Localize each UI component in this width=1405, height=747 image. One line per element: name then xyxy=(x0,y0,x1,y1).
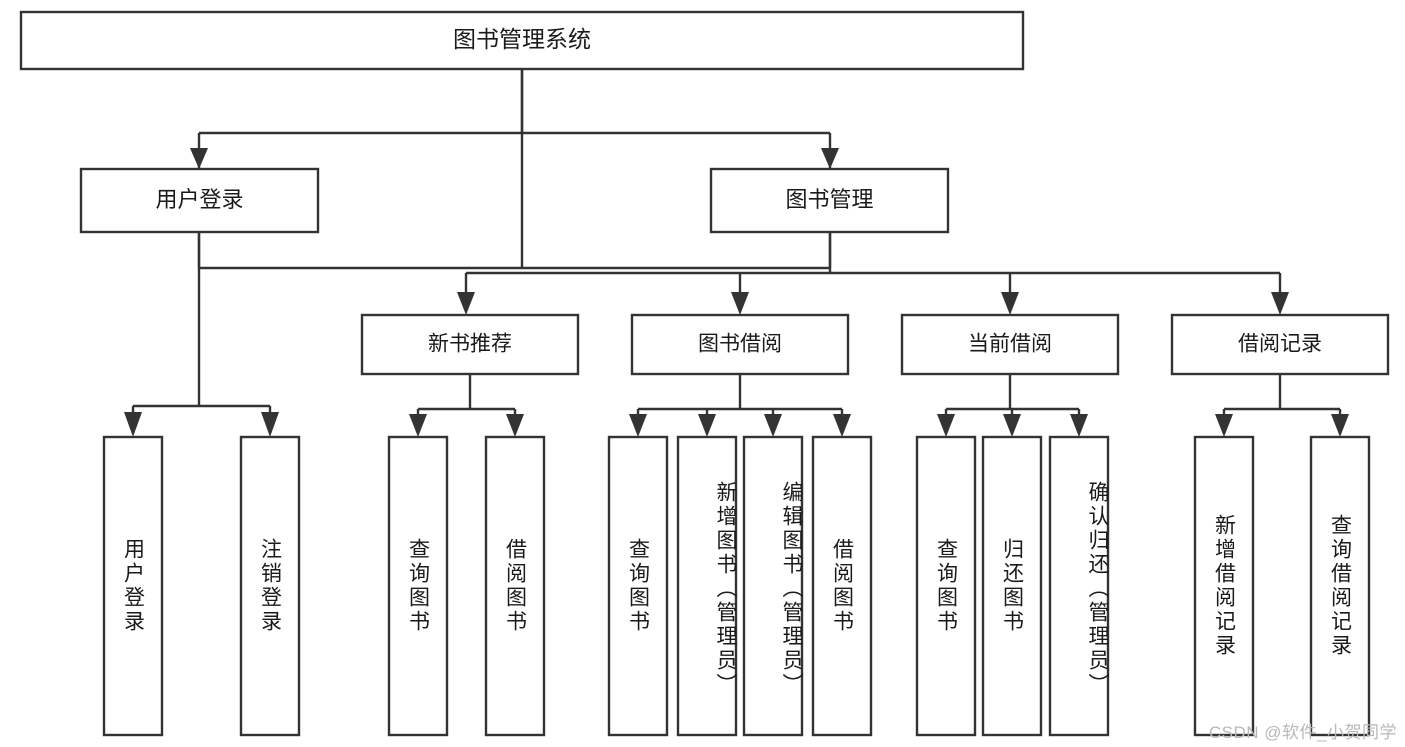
leaf-confirm-return-box[interactable] xyxy=(1048,435,1110,737)
connector-book-borrow-to-leaves xyxy=(629,374,851,437)
arrowhead-leaf-user-login xyxy=(124,412,142,437)
arrowhead-current-borrow xyxy=(1001,292,1019,315)
connector-book-management-to-level3 xyxy=(457,232,1289,315)
csdn-watermark: CSDN @软件_小贺同学 xyxy=(1208,723,1397,742)
node-new-book-recommend-label: 新书推荐 xyxy=(428,333,512,356)
node-user-login-label: 用户登录 xyxy=(155,187,243,212)
arrowhead-leaf-confirm-return xyxy=(1070,414,1088,437)
arrowhead-leaf-add-book xyxy=(698,414,716,437)
node-root-label: 图书管理系统 xyxy=(453,26,591,52)
arrowhead-leaf-query-book-2 xyxy=(629,414,647,437)
arrowhead-book-borrow xyxy=(731,292,749,315)
node-user-login[interactable]: 用户登录 xyxy=(79,167,320,234)
leaf-edit-book-box[interactable] xyxy=(742,435,804,737)
leaf-borrow-book-2-box[interactable] xyxy=(811,435,873,737)
leaf-add-record-box[interactable] xyxy=(1193,435,1255,737)
arrowhead-new-book-recommend xyxy=(457,292,475,315)
node-borrow-record-label: 借阅记录 xyxy=(1238,333,1322,356)
leaf-return-book-rect[interactable] xyxy=(981,435,1043,737)
arrowhead-leaf-logout-login xyxy=(261,412,279,437)
arrowhead-leaf-query-book-3 xyxy=(937,414,955,437)
leaf-add-book-rect[interactable] xyxy=(676,435,738,737)
leaf-user-login-box[interactable] xyxy=(102,435,164,737)
arrowhead-leaf-add-record xyxy=(1215,414,1233,437)
node-borrow-record[interactable]: 借阅记录 xyxy=(1170,313,1390,376)
arrowhead-borrow-record xyxy=(1271,292,1289,315)
leaf-borrow-book-1-rect[interactable] xyxy=(484,435,546,737)
leaf-query-book-3-box[interactable] xyxy=(915,435,977,737)
node-user-login-rect[interactable] xyxy=(79,167,320,234)
node-new-book-recommend-rect[interactable] xyxy=(360,313,580,376)
leaf-query-book-2-box[interactable] xyxy=(607,435,669,737)
connector-root-to-level2 xyxy=(190,69,839,169)
node-current-borrow-label: 当前借阅 xyxy=(968,333,1052,356)
leaf-logout-login-rect[interactable] xyxy=(239,435,301,737)
leaf-add-book-box[interactable] xyxy=(676,435,738,737)
leaf-query-record-box[interactable] xyxy=(1309,435,1371,737)
connector-user-login-to-leaves xyxy=(124,232,279,437)
leaf-edit-book-rect[interactable] xyxy=(742,435,804,737)
arrowhead-leaf-query-record xyxy=(1331,414,1349,437)
node-current-borrow[interactable]: 当前借阅 xyxy=(900,313,1120,376)
arrowhead-leaf-borrow-book-2 xyxy=(833,414,851,437)
leaf-confirm-return-rect[interactable] xyxy=(1048,435,1110,737)
arrowhead-user-login xyxy=(190,148,208,169)
leaf-borrow-book-1-box[interactable] xyxy=(484,435,546,737)
leaf-return-book-box[interactable] xyxy=(981,435,1043,737)
leaf-query-book-1-rect[interactable] xyxy=(387,435,449,737)
arrowhead-book-management xyxy=(821,148,839,169)
node-book-management-label: 图书管理 xyxy=(785,187,873,212)
leaf-query-book-1-box[interactable] xyxy=(387,435,449,737)
leaf-borrow-book-2-rect[interactable] xyxy=(811,435,873,737)
connector-borrow-record-to-leaves xyxy=(1215,374,1349,437)
node-root[interactable]: 图书管理系统 xyxy=(19,10,1025,71)
node-book-management[interactable]: 图书管理 xyxy=(709,167,950,234)
arrowhead-leaf-query-book-1 xyxy=(409,414,427,437)
node-borrow-record-rect[interactable] xyxy=(1170,313,1390,376)
node-new-book-recommend[interactable]: 新书推荐 xyxy=(360,313,580,376)
leaf-query-record-rect[interactable] xyxy=(1309,435,1371,737)
node-book-borrow-rect[interactable] xyxy=(630,313,850,376)
arrowhead-leaf-edit-book xyxy=(764,414,782,437)
node-book-borrow-label: 图书借阅 xyxy=(698,333,782,356)
leaf-user-login-rect[interactable] xyxy=(102,435,164,737)
arrowhead-leaf-borrow-book-1 xyxy=(506,414,524,437)
node-book-borrow[interactable]: 图书借阅 xyxy=(630,313,850,376)
node-root-rect[interactable] xyxy=(19,10,1025,71)
leaf-logout-login-box[interactable] xyxy=(239,435,301,737)
leaf-add-record-rect[interactable] xyxy=(1193,435,1255,737)
leaf-query-book-2-rect[interactable] xyxy=(607,435,669,737)
arrowhead-leaf-return-book xyxy=(1003,414,1021,437)
node-current-borrow-rect[interactable] xyxy=(900,313,1120,376)
leaf-query-book-3-rect[interactable] xyxy=(915,435,977,737)
connector-current-borrow-to-leaves xyxy=(937,374,1088,437)
connector-new-book-to-leaves xyxy=(409,374,524,437)
